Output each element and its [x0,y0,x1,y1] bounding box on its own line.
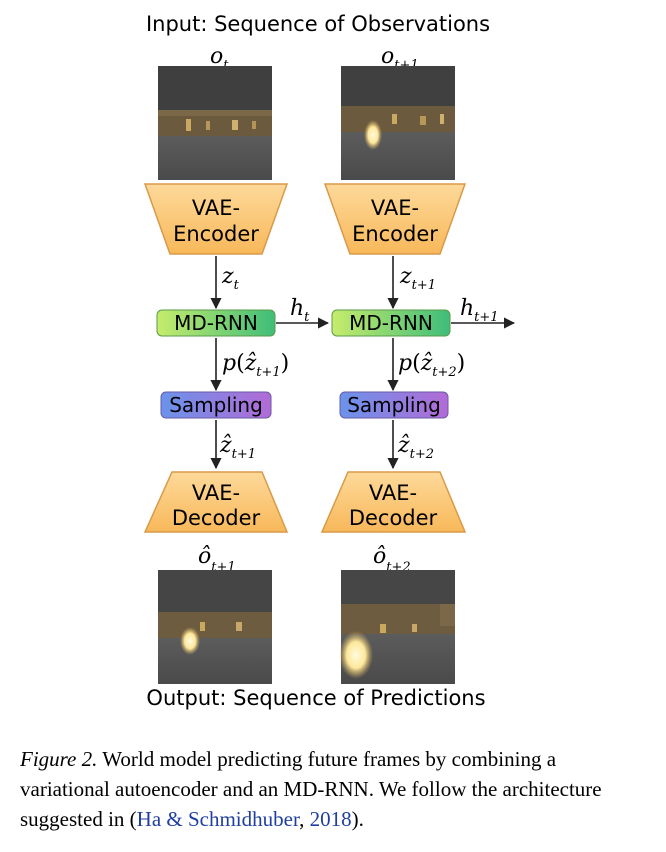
p-label-2: p(ẑt+2) [398,351,465,380]
vae-encoder-2: VAE- Encoder [323,183,467,255]
encoder-label-1: VAE- [192,196,240,220]
z-label-2: zt+1 [399,264,436,293]
h-label-1: ht [290,296,310,325]
z-label-1: zt [221,264,240,293]
obs-label-1: ot [210,44,229,73]
caption-label: Figure 2. [20,747,98,771]
encoder-label-1b: Encoder [173,222,259,246]
encoder-label-2b: Encoder [352,222,438,246]
caption-text-end: ). [351,807,364,831]
output-title: Output: Sequence of Predictions [146,686,485,710]
column-1: ot VAE- Encoder zt MD-RNN [143,44,330,684]
vae-decoder-1: VAE- Decoder [143,471,289,533]
vae-decoder-2: VAE- Decoder [320,471,467,533]
md-rnn-2: MD-RNN [331,309,451,337]
sampling-2: Sampling [339,391,449,419]
decoder-label-2: VAE- [369,481,417,505]
zhat-label-2: ẑt+2 [397,433,434,462]
rnn-label-1: MD-RNN [174,311,258,335]
decoder-label-1: VAE- [192,481,240,505]
prediction-frame-2 [339,570,455,684]
zhat-label-1: ẑt+1 [219,433,256,462]
h-label-2: ht+1 [460,296,499,325]
world-model-diagram: Input: Sequence of Observations Output: … [143,12,516,710]
citation-sep: , [299,807,310,831]
prediction-frame-1 [158,570,272,684]
observation-frame-1 [158,66,272,180]
sampling-1: Sampling [160,391,272,419]
observation-frame-2 [341,66,455,180]
input-title: Input: Sequence of Observations [146,12,490,36]
sampling-label-1: Sampling [169,393,263,417]
decoder-label-2b: Decoder [349,506,438,530]
md-rnn-1: MD-RNN [156,309,276,337]
sampling-label-2: Sampling [347,393,441,417]
figure-caption: Figure 2. World model predicting future … [20,744,650,834]
column-2: ot+1 VAE- Encoder zt+1 MD-RNN ht+1 [320,44,516,684]
decoder-label-1b: Decoder [172,506,261,530]
rnn-label-2: MD-RNN [349,311,433,335]
vae-encoder-1: VAE- Encoder [143,183,289,255]
encoder-label-2: VAE- [371,196,419,220]
citation-link[interactable]: Ha & Schmidhuber [136,807,300,831]
caption-text: World model predicting future frames by … [20,747,602,831]
p-label-1: p(ẑt+1) [222,351,289,380]
citation-year-link[interactable]: 2018 [309,807,352,831]
